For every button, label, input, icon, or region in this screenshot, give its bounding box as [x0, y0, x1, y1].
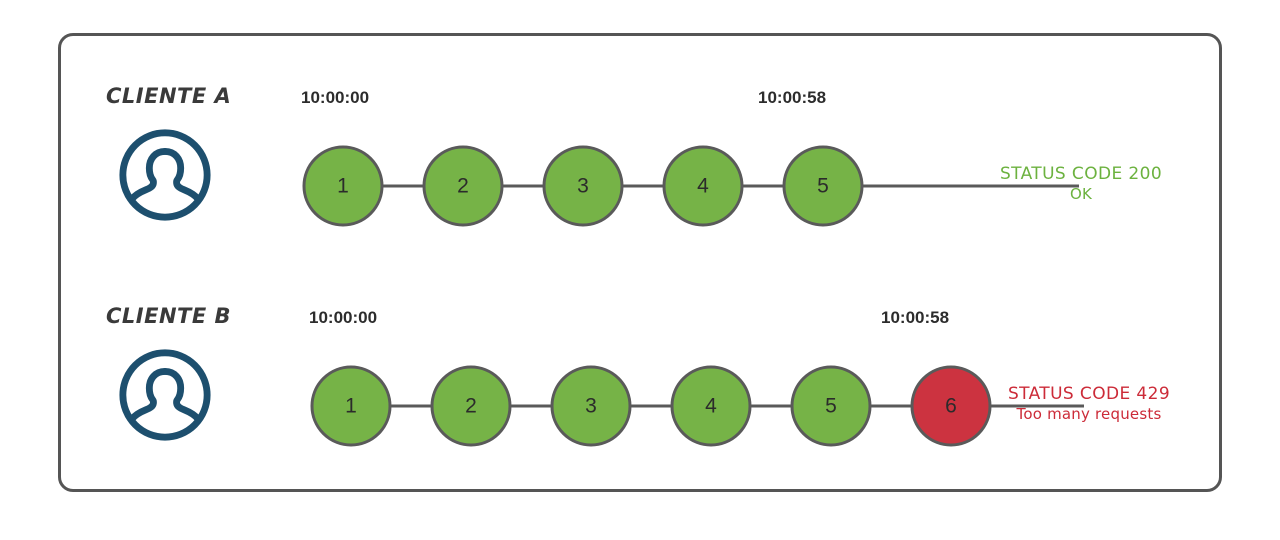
request-node[interactable]: 1 [302, 145, 384, 227]
request-node[interactable]: 2 [422, 145, 504, 227]
request-node-number: 5 [825, 395, 837, 418]
request-node-number: 4 [697, 175, 709, 198]
timestamp-end-a: 10:00:58 [758, 88, 827, 107]
request-node-number: 3 [577, 175, 589, 198]
request-node-number: 5 [817, 175, 829, 198]
status-badge-b: STATUS CODE 429 Too many requests [974, 384, 1204, 424]
client-label-b: CLIENTE B [106, 304, 232, 328]
timestamp-start-b: 10:00:00 [309, 308, 378, 327]
request-node-error[interactable]: 6 [910, 365, 992, 447]
request-node-number: 2 [465, 395, 477, 418]
timestamp-end-b: 10:00:58 [881, 308, 950, 327]
diagram-card: CLIENTE A 10:00:00 10:00:58 [58, 33, 1222, 492]
request-node[interactable]: 1 [310, 365, 392, 447]
timestamp-start-a: 10:00:00 [301, 88, 370, 107]
status-message-label-b: Too many requests [1016, 405, 1162, 424]
request-node-number: 6 [945, 395, 957, 418]
status-code-label-a: STATUS CODE 200 [999, 164, 1163, 184]
user-avatar-icon [116, 346, 214, 444]
request-node[interactable]: 5 [782, 145, 864, 227]
request-chain-b: 1 2 3 4 5 [309, 361, 1089, 451]
request-node[interactable]: 3 [542, 145, 624, 227]
request-chain-a: 1 2 3 4 5 [301, 141, 1081, 231]
request-node[interactable]: 4 [662, 145, 744, 227]
request-node-number: 3 [585, 395, 597, 418]
request-node[interactable]: 3 [550, 365, 632, 447]
request-node[interactable]: 4 [670, 365, 752, 447]
request-node[interactable]: 5 [790, 365, 872, 447]
request-node-number: 1 [345, 395, 357, 418]
request-node[interactable]: 2 [430, 365, 512, 447]
user-avatar-icon [116, 126, 214, 224]
status-badge-a: STATUS CODE 200 OK [966, 164, 1196, 204]
client-label-a: CLIENTE A [106, 84, 232, 108]
status-code-label-b: STATUS CODE 429 [1007, 384, 1171, 404]
request-node-number: 2 [457, 175, 469, 198]
status-message-label-a: OK [1069, 185, 1093, 204]
request-node-number: 1 [337, 175, 349, 198]
request-node-number: 4 [705, 395, 717, 418]
